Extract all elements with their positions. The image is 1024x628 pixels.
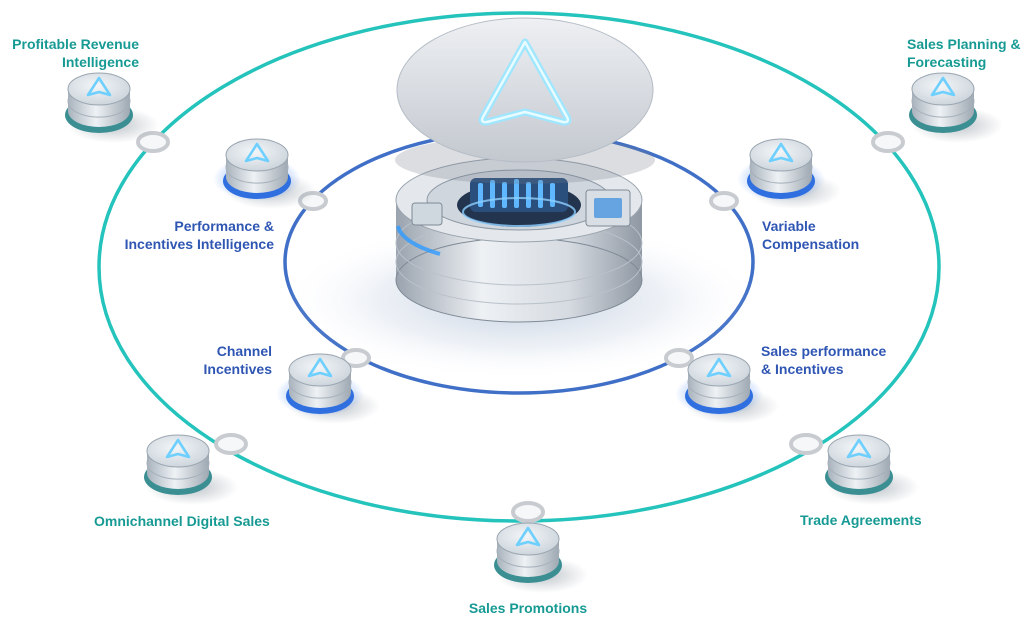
- arrow-logo-icon: [165, 438, 191, 459]
- arrow-logo-icon: [86, 76, 112, 97]
- label-channel-incentives: Channel Incentives: [203, 343, 272, 377]
- central-hub: [280, 17, 760, 380]
- ring-connector-icon: [789, 433, 823, 455]
- arrow-logo-icon: [768, 142, 794, 163]
- node-sales-planning-forecasting: [909, 72, 1003, 143]
- label-profitable-revenue-intelligence: Profitable Revenue Intelligence: [12, 36, 139, 70]
- ring-connector-icon: [664, 348, 694, 368]
- ring-connector-icon: [511, 501, 545, 523]
- ring-connector-icon: [709, 191, 739, 211]
- node-trade-agreements: [825, 434, 919, 505]
- label-omnichannel-digital-sales: Omnichannel Digital Sales: [94, 513, 270, 529]
- arrow-logo-icon: [307, 357, 333, 378]
- node-omnichannel-digital-sales: [144, 434, 238, 505]
- label-variable-compensation: Variable Compensation: [762, 218, 860, 252]
- label-sales-promotions: Sales Promotions: [468, 600, 588, 616]
- label-sales-planning-forecasting: Sales Planning & Forecasting: [907, 36, 1021, 70]
- node-profitable-revenue-intelligence: [65, 72, 159, 143]
- arrow-logo-icon: [244, 142, 270, 163]
- arrow-logo-icon: [846, 438, 872, 459]
- node-sales-performance-incentives: [675, 353, 779, 424]
- node-performance-incentives-intelligence: [213, 138, 317, 209]
- ring-connector-icon: [341, 348, 371, 368]
- arrow-logo-icon: [930, 76, 956, 97]
- orbit-connectors: [136, 131, 905, 523]
- label-sales-performance-incentives: Sales performance & Incentives: [761, 343, 887, 377]
- arrow-logo-icon: [515, 526, 541, 547]
- label-trade-agreements: Trade Agreements: [800, 512, 922, 528]
- ring-connector-icon: [214, 433, 248, 455]
- node-sales-promotions: [494, 522, 588, 593]
- nodes-layer: [65, 72, 1003, 593]
- label-performance-incentives-intelligence: Performance & Incentives Intelligence: [124, 218, 274, 252]
- ring-connector-icon: [871, 131, 905, 153]
- node-variable-compensation: [737, 138, 841, 209]
- node-channel-incentives: [276, 353, 380, 424]
- arrow-logo-icon: [706, 357, 732, 378]
